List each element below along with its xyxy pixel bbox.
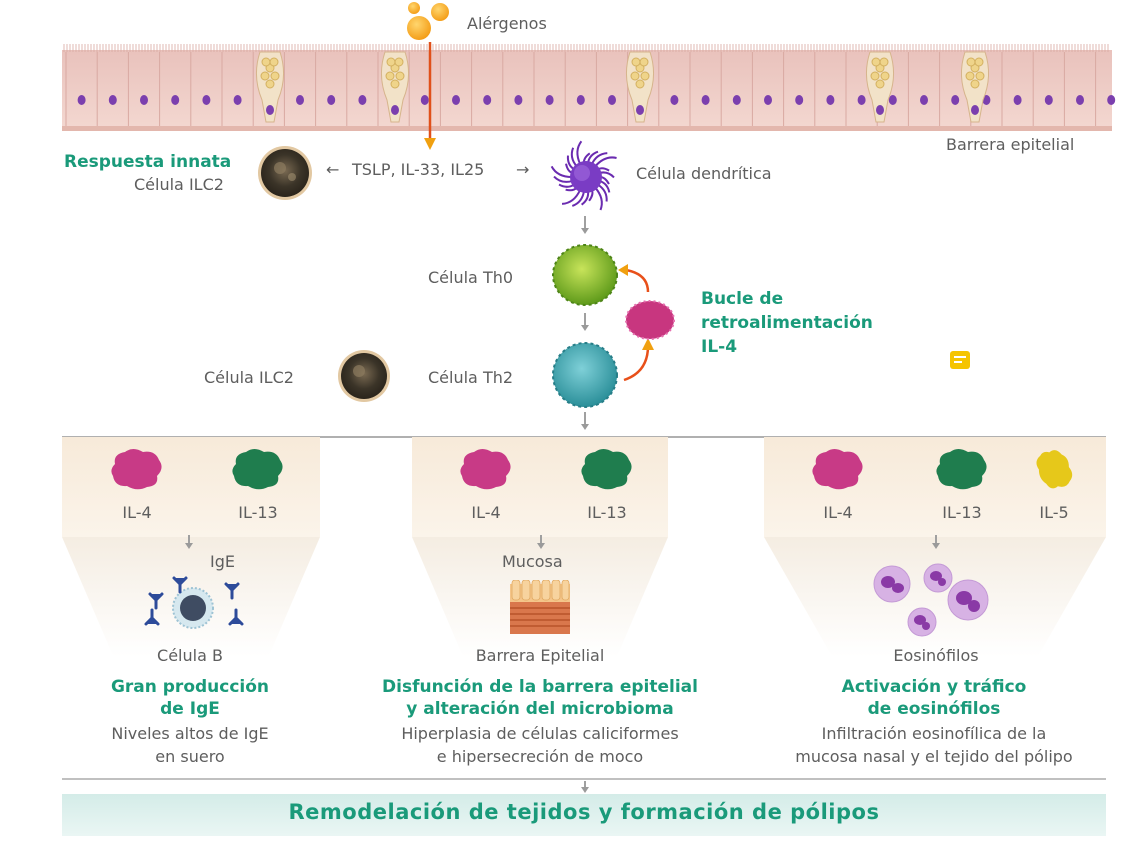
il13-icon-1 [232,449,283,490]
ilc2-cell-icon-2 [338,350,390,402]
p3-title-1: Activación y tráfico [841,677,1027,697]
ilc2-cell-icon [258,146,312,200]
p2-il4-label: IL-4 [471,503,501,522]
p2-desc-2: e hipersecreción de moco [436,747,644,766]
il4-icon-1 [111,449,162,490]
footer-title: Remodelación de tejidos y formación de p… [288,800,880,824]
arrow-left-glyph: ← [326,160,340,179]
ilc2-mid-label: Célula ILC2 [204,368,294,387]
epithelial-barrier [62,44,1116,131]
th0-label: Célula Th0 [428,268,514,287]
barrier-label: Barrera epitelial [946,135,1075,154]
p2-desc-1: Hiperplasia de células caliciformes [401,724,679,743]
p1-il13-label: IL-13 [238,503,278,522]
il4-icon-3 [812,449,863,490]
p1-desc-1: Niveles altos de IgE [111,724,269,743]
p2-il13-label: IL-13 [587,503,627,522]
arrow-right-glyph: → [516,160,530,179]
il4-icon-2 [460,449,511,490]
p2-sub-label: Mucosa [502,552,563,571]
feedback-line-2: retroalimentación [701,313,873,333]
cytokines-label: TSLP, IL-33, IL25 [352,160,485,179]
cytokine-icons [111,448,1079,495]
il4-feedback-icon [618,264,675,382]
p1-sub-label: IgE [210,552,235,571]
footer-band [62,794,1106,836]
eosinophils-icon [873,563,989,637]
comment-icon[interactable] [950,351,970,369]
p3-il13-label: IL-13 [942,503,982,522]
p1-desc-2: en suero [155,747,225,766]
p1-il4-label: IL-4 [122,503,152,522]
p3-il4-label: IL-4 [823,503,853,522]
p2-title: Disfunción de la barrera epitelial y alt… [340,676,740,720]
p3-desc-1: Infiltración eosinofílica de la [821,724,1047,743]
ilc2-top-label: Célula ILC2 [134,175,224,194]
p3-title-2: de eosinófilos [867,699,1001,719]
il13-icon-3 [936,449,987,490]
panel-bg-1 [62,437,320,537]
p3-cell-label: Eosinófilos [893,646,979,665]
th2-cell-icon [552,342,618,408]
p3-desc-2: mucosa nasal y el tejido del pólipo [795,747,1073,766]
p2-cell-label: Barrera Epitelial [475,646,605,665]
allergen-entry-arrow [424,42,436,150]
p2-title-2: y alteración del microbioma [406,699,674,719]
p1-title: Gran producción de IgE [40,676,340,720]
b-cell-icon [144,576,244,629]
divider-bottom [62,778,1106,780]
panel-bg-2 [412,437,668,537]
allergen-icon [407,2,449,40]
p1-title-2: de IgE [160,699,220,719]
th2-label: Célula Th2 [428,368,514,387]
il5-icon [1030,448,1079,495]
feedback-label: Bucle de retroalimentación IL-4 [701,287,873,359]
p3-desc: Infiltración eosinofílica de la mucosa n… [754,722,1114,768]
p1-desc: Niveles altos de IgE en suero [40,722,340,768]
barrier-slice-icon [510,580,570,634]
feedback-line-1: Bucle de [701,289,784,309]
il13-icon-2 [581,449,632,490]
p2-desc: Hiperplasia de células caliciformes e hi… [340,722,740,768]
p2-title-1: Disfunción de la barrera epitelial [382,677,698,697]
p1-title-1: Gran producción [110,677,270,697]
dendritic-label: Célula dendrítica [636,164,772,183]
p1-cell-label: Célula B [157,646,223,665]
dendritic-cell-icon [550,140,617,211]
feedback-line-3: IL-4 [701,337,738,357]
allergens-label: Alérgenos [467,14,547,33]
innate-title: Respuesta innata [64,152,232,172]
th0-cell-icon [552,244,618,306]
p3-title: Activación y tráfico de eosinófilos [784,676,1084,720]
p3-il5-label: IL-5 [1039,503,1069,522]
